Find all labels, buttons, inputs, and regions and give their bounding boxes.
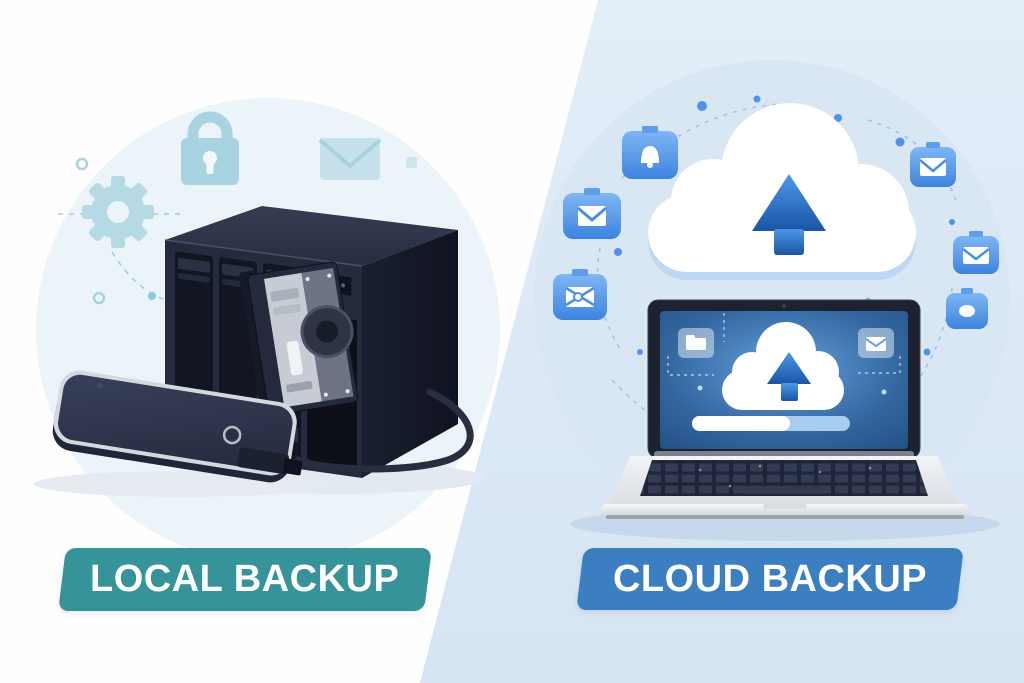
laptop-display [660, 311, 908, 449]
upload-arrow-icon [767, 352, 811, 384]
gear-icon [82, 176, 154, 248]
webcam-icon [782, 304, 786, 308]
external-hard-drive [52, 370, 303, 483]
mail-icon [553, 269, 607, 320]
cloud-backup-banner: CLOUD BACKUP [576, 548, 964, 610]
envelope-icon [318, 138, 382, 180]
base-notch [763, 504, 807, 509]
local-backup-label: LOCAL BACKUP [90, 558, 400, 600]
mail-icon [946, 288, 988, 329]
usb-connector [237, 447, 289, 475]
spacebar [744, 486, 824, 494]
laptop-base [600, 504, 970, 518]
laptop [570, 299, 1000, 541]
cloud-backup-scene [534, 60, 1010, 541]
dot [148, 292, 156, 300]
folder-icon [678, 328, 714, 358]
mail-icon [563, 188, 621, 239]
square-dot [406, 157, 417, 168]
padlock-icon [181, 111, 239, 185]
local-backup-scene [34, 98, 500, 562]
upload-progress-bar [692, 416, 850, 431]
ring-dot [75, 157, 89, 171]
ring-dot [92, 291, 106, 305]
cloud-backup-label: CLOUD BACKUP [612, 557, 928, 600]
nas-side-face [362, 230, 458, 478]
mail-icon [953, 231, 999, 274]
upload-arrow-icon [752, 174, 826, 255]
ejected-drive-tray [239, 261, 359, 421]
screen-upload-cloud [722, 322, 844, 410]
upload-cloud [648, 103, 916, 280]
laptop-keyboard [640, 460, 928, 496]
nas-top-face [165, 206, 458, 266]
mail-icon [910, 142, 956, 187]
floating-icons [553, 126, 999, 329]
local-backup-banner: LOCAL BACKUP [58, 548, 432, 611]
bell-icon [622, 126, 678, 179]
mail-icon [858, 328, 894, 358]
usb-cable [294, 388, 474, 473]
